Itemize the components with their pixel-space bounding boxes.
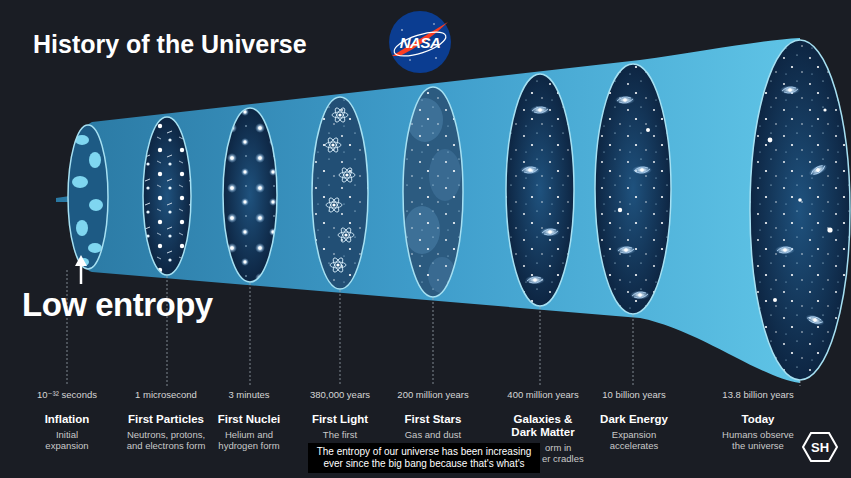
epoch-heading: First Nuclei	[204, 413, 294, 426]
logo-text: NASA	[400, 34, 441, 51]
epoch-heading: First Particles	[116, 413, 216, 426]
channel-logo: SH	[801, 431, 839, 463]
epoch-description: er cradles	[542, 454, 584, 465]
diagram-title: History of the Universe	[33, 30, 307, 59]
epoch-description: Initial expansion	[37, 430, 97, 452]
epoch-heading: First Stars	[388, 413, 478, 426]
time-label: 13.8 billion years	[698, 389, 818, 400]
nasa-logo: NASA	[388, 10, 452, 74]
time-label: 200 million years	[373, 389, 493, 400]
video-subtitle: The entropy of our universe has been inc…	[308, 443, 540, 473]
epoch-description: orm in	[545, 443, 571, 454]
time-label: 400 million years	[483, 389, 603, 400]
epoch-heading: Inflation	[17, 413, 117, 426]
epoch-description: Expansion accelerates	[594, 430, 674, 452]
epoch-description: Helium and hydrogen form	[216, 430, 282, 452]
epoch-heading: Dark Energy	[589, 413, 679, 426]
epoch-description: The first	[300, 430, 380, 441]
time-label: 380,000 years	[280, 389, 400, 400]
logo-text: SH	[811, 440, 829, 455]
time-label: 10⁻³² seconds	[7, 389, 127, 400]
epoch-description: Gas and dust	[388, 430, 478, 441]
time-label: 3 minutes	[189, 389, 309, 400]
epoch-description: Neutrons, protons, and electrons form	[120, 430, 212, 452]
epoch-description: Humans observe the universe	[718, 430, 798, 452]
callout-label: Low entropy	[22, 286, 213, 324]
epoch-heading: First Light	[295, 413, 385, 426]
time-label: 1 microsecond	[106, 389, 226, 400]
epoch-heading: Today	[713, 413, 803, 426]
time-label: 10 billion years	[574, 389, 694, 400]
epoch-heading: Galaxies & Dark Matter	[503, 413, 583, 439]
